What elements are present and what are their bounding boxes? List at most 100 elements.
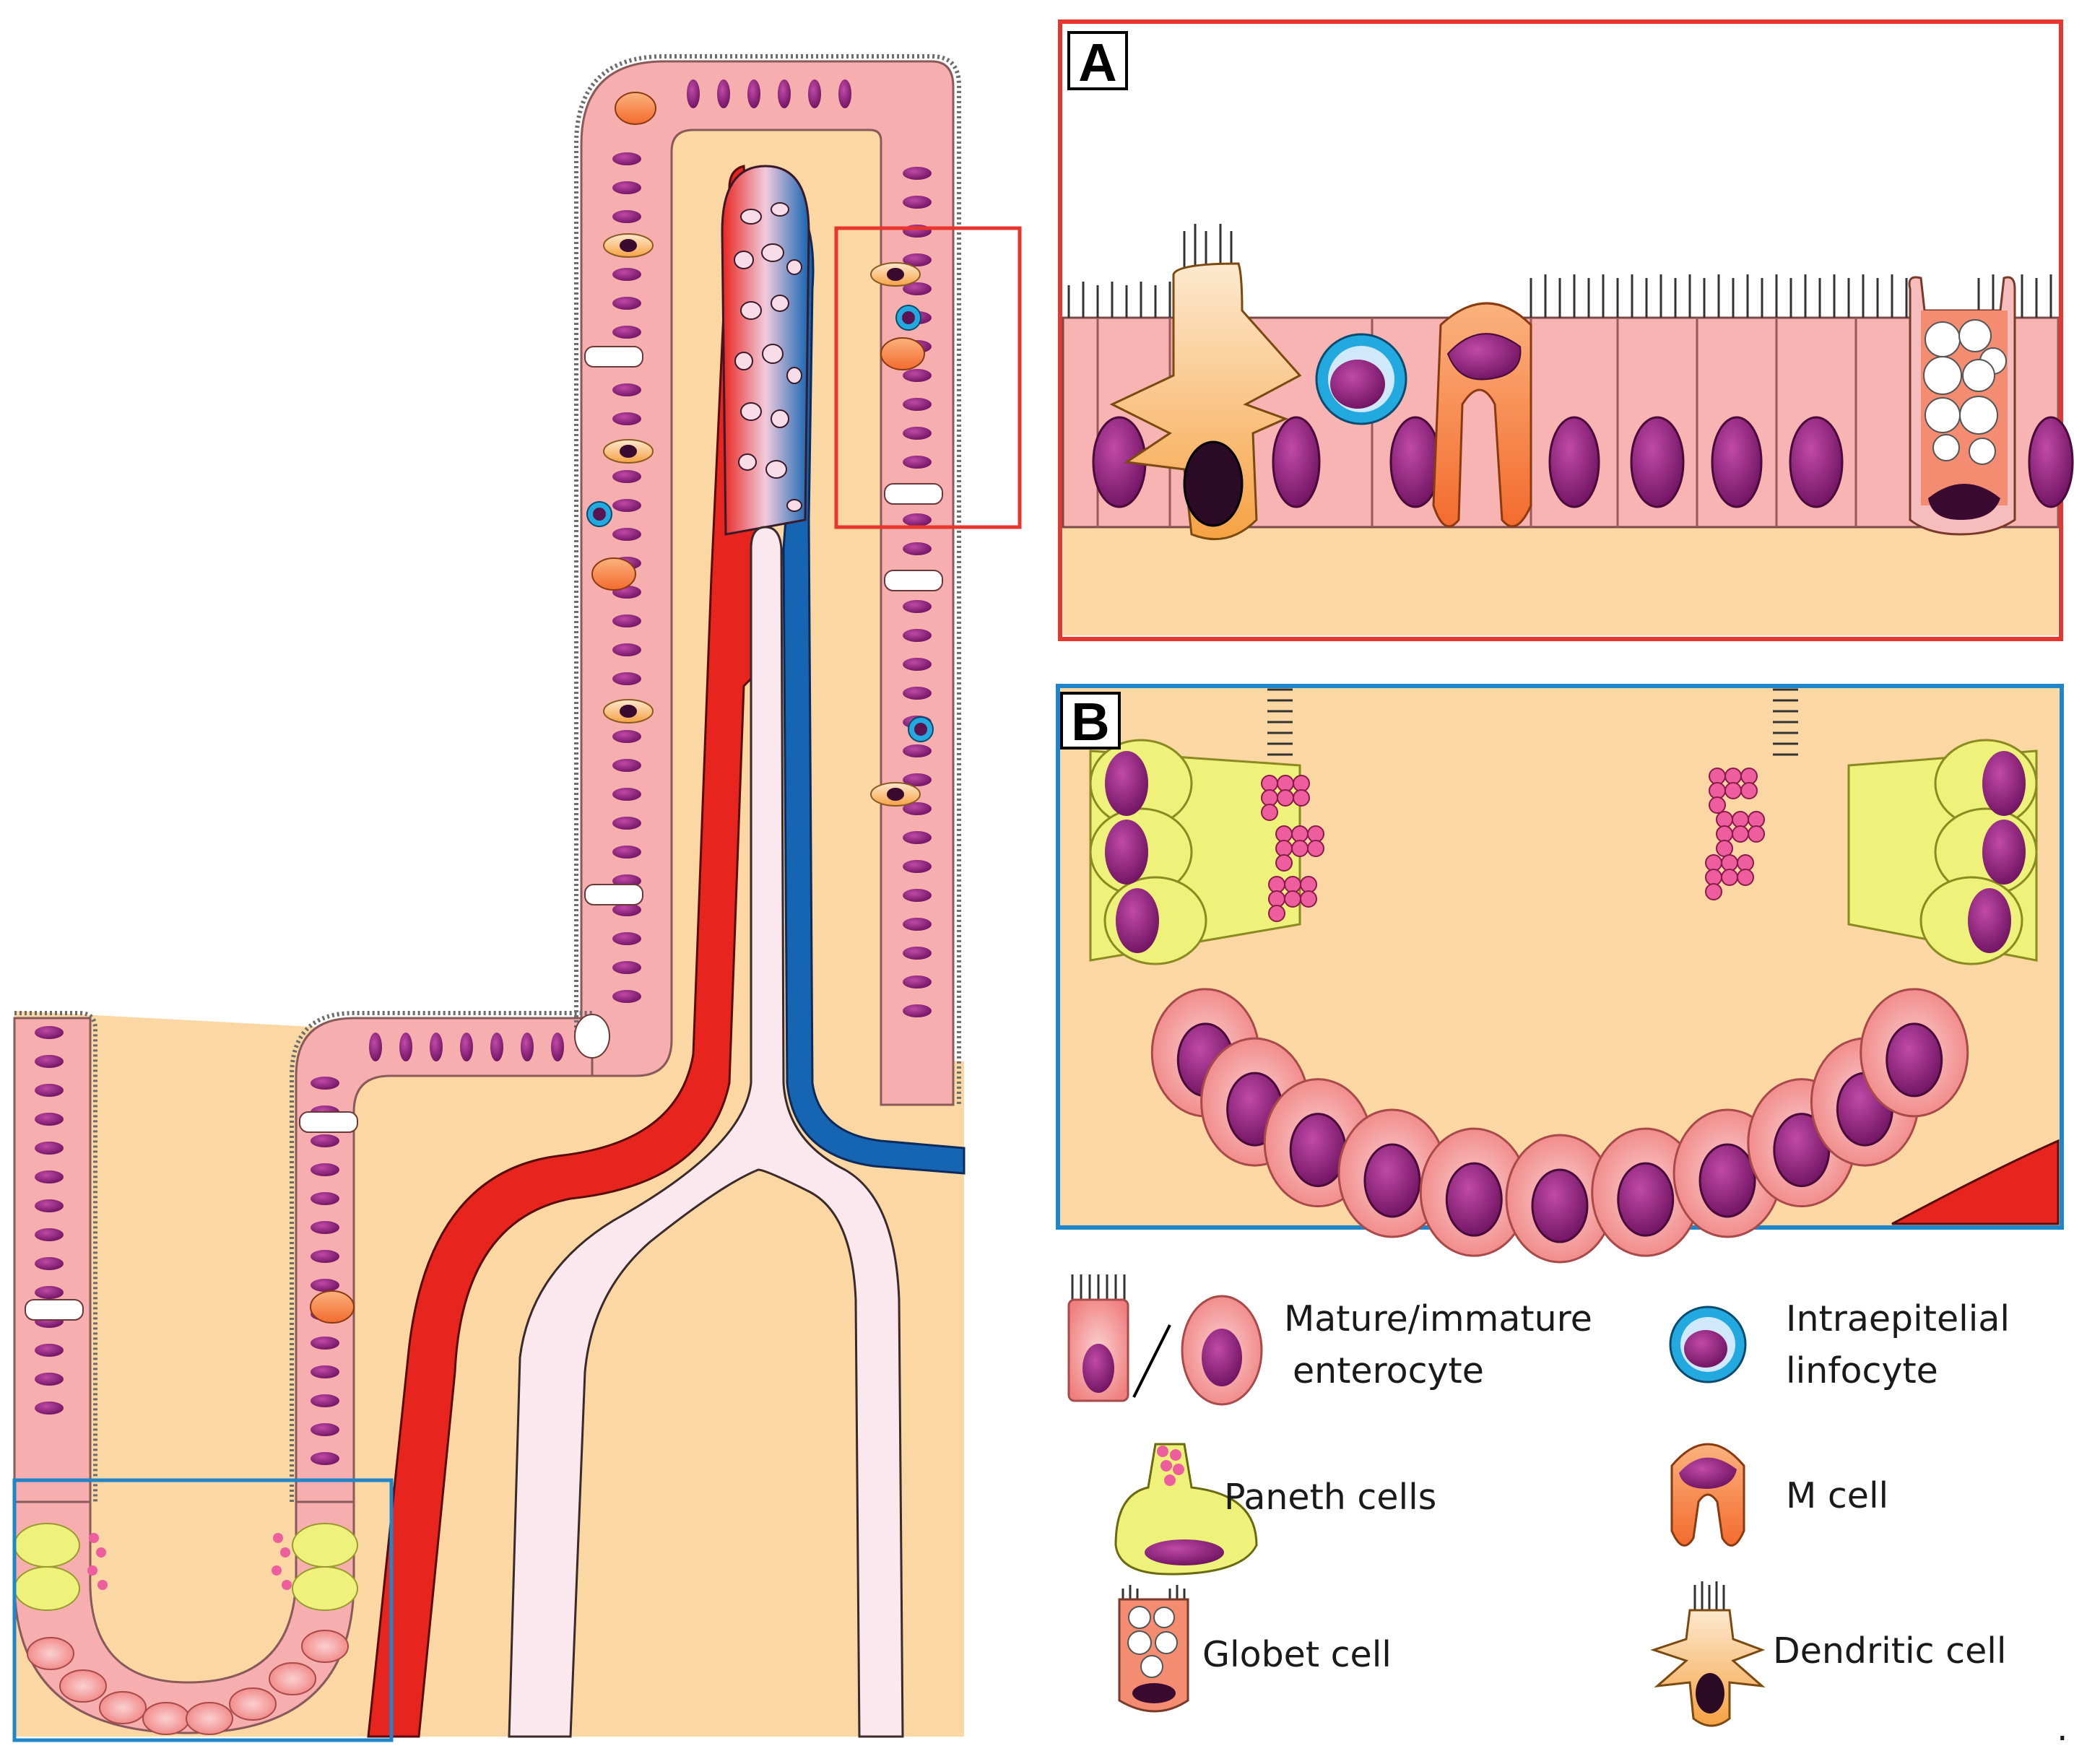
paneth-granule: [1293, 775, 1310, 792]
epithelial-nucleus: [903, 369, 932, 382]
villus-nuclei: [35, 79, 932, 1465]
epithelial-nucleus: [551, 1033, 564, 1061]
paneth-granule: [1291, 840, 1309, 857]
panel-b-letter: B: [1071, 692, 1109, 752]
paneth-granule: [1275, 825, 1293, 843]
villus-illustration: [12, 54, 1022, 1742]
epithelial-nucleus: [903, 918, 932, 931]
paneth-granule: [1709, 768, 1726, 785]
epithelial-nucleus: [612, 297, 641, 310]
crypt-enterocyte-nucleus: [1698, 1143, 1756, 1218]
epithelial-nucleus: [521, 1033, 534, 1061]
panel-b: B: [1056, 684, 2064, 1264]
panel-b-granules: [1261, 768, 1765, 922]
epithelial-nucleus: [399, 1033, 412, 1061]
paneth-granule: [1740, 782, 1758, 799]
epithelial-nucleus: [903, 282, 932, 295]
epithelial-nucleus: [903, 398, 932, 411]
epithelial-nucleus: [903, 542, 932, 555]
legend-mcell-icon: [1670, 1443, 1745, 1547]
epithelial-nucleus: [35, 1344, 64, 1357]
epithelial-nucleus: [311, 1163, 339, 1176]
epithelial-nucleus: [369, 1033, 382, 1061]
epithelial-nucleus: [35, 1142, 64, 1155]
paneth-granule: [1284, 890, 1301, 908]
epithelial-nucleus: [838, 79, 851, 108]
crypt-enterocyte-nucleus: [1289, 1113, 1347, 1188]
epithelial-nucleus: [747, 79, 760, 108]
epithelial-nucleus: [311, 1423, 339, 1436]
epithelial-nucleus: [35, 1084, 64, 1097]
paneth-granule: [1740, 768, 1758, 785]
epithelial-nucleus: [612, 268, 641, 281]
panel-b-paneth-left: [1089, 739, 1301, 965]
paneth-granule: [1748, 811, 1765, 828]
epithelial-nucleus: [311, 1279, 339, 1292]
paneth-granule: [1277, 775, 1294, 792]
legend-dendritic-icon: [1650, 1581, 1766, 1727]
epithelial-nucleus: [35, 1026, 64, 1039]
panel-b-paneth-right: [1847, 739, 2038, 965]
panel-a-letter: A: [1078, 32, 1116, 92]
legend-goblet-label: Globet cell: [1202, 1634, 1392, 1675]
legend-lymphocyte-icon: [1669, 1305, 1747, 1383]
epithelial-nucleus: [612, 383, 641, 396]
paneth-granule: [1268, 876, 1285, 893]
capillary-holes: [734, 202, 802, 512]
epithelial-nucleus: [903, 976, 932, 989]
epithelial-nucleus: [35, 1199, 64, 1212]
paneth-granule: [1709, 782, 1726, 799]
epithelial-nucleus: [311, 1134, 339, 1147]
epithelial-nucleus: [903, 167, 932, 180]
trailing-period: .: [2057, 1708, 2068, 1749]
legend-lymphocyte-label-2: linfocyte: [1786, 1350, 1938, 1391]
epithelial-nucleus: [35, 1402, 64, 1415]
panel-a-enterocyte-nuclei: [1092, 416, 2074, 508]
panel-a-microvilli: [1067, 274, 2052, 318]
epithelial-nucleus: [35, 1170, 64, 1183]
brush-border: [14, 54, 961, 1502]
paneth-granule: [1724, 768, 1742, 785]
crypt-enterocyte-nucleus: [1617, 1162, 1675, 1237]
epithelial-nucleus: [612, 730, 641, 743]
legend-lymphocyte-label-1: Intraepitelial: [1786, 1298, 2010, 1339]
epithelial-nucleus: [612, 817, 641, 830]
villus-special-cells: [25, 92, 943, 1324]
epithelial-nucleus: [612, 614, 641, 627]
epithelial-nucleus: [903, 889, 932, 902]
paneth-granule: [1261, 804, 1278, 821]
paneth-granule: [1705, 883, 1722, 900]
panel-a-goblet-cell: [1908, 276, 2016, 536]
epithelial-nucleus: [903, 773, 932, 786]
epithelial-nucleus: [612, 210, 641, 223]
panel-b-crypt-enterocytes: [1150, 988, 1969, 1264]
epithelial-nucleus: [612, 932, 641, 945]
epithelial-nucleus: [311, 1077, 339, 1090]
epithelial-nucleus: [311, 1192, 339, 1205]
crypt-enterocyte-nucleus: [1886, 1022, 1943, 1098]
paneth-granule: [1724, 782, 1742, 799]
paneth-granule: [1737, 869, 1754, 886]
epithelial-nucleus: [311, 1452, 339, 1465]
epithelial-nucleus: [460, 1033, 473, 1061]
paneth-granule: [1732, 825, 1749, 843]
epithelial-nucleus: [612, 412, 641, 425]
epithelial-nucleus: [35, 1113, 64, 1126]
panel-a-lamina: [1063, 520, 2058, 635]
paneth-granule: [1261, 789, 1278, 807]
epithelial-nucleus: [903, 600, 932, 613]
legend-paneth-label: Paneth cells: [1224, 1477, 1436, 1518]
paneth-granule: [1277, 789, 1294, 807]
paneth-granule: [1716, 840, 1733, 857]
epithelial-nucleus: [903, 744, 932, 757]
paneth-granule: [1275, 854, 1293, 872]
legend-enterocyte-icon: [1067, 1274, 1263, 1406]
epithelial-nucleus: [903, 456, 932, 469]
paneth-granule: [1709, 796, 1726, 814]
crypt-enterocytes: [27, 1630, 349, 1735]
epithelial-nucleus: [612, 846, 641, 859]
legend: Mature/immature enterocyte Intraepitelia…: [1067, 1274, 2010, 1727]
epithelial-nucleus: [903, 1004, 932, 1017]
epithelial-nucleus: [612, 788, 641, 801]
